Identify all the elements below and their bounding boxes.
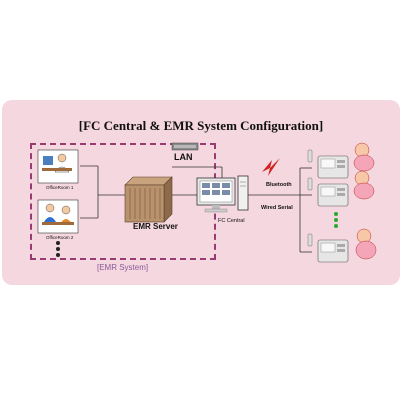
emr-server-label: EMR Server (133, 222, 178, 231)
lan-connection-lines (80, 165, 223, 219)
office-room-2-icon (37, 199, 79, 234)
more-office-rooms-dots (56, 241, 60, 257)
more-monitors-dots (334, 212, 338, 228)
patient-1-icon (353, 142, 375, 172)
office-room-2-label: OfficeRoom 2 (46, 235, 74, 240)
wired-serial-label: Wired Serial (261, 205, 293, 211)
wired-serial-lines (248, 167, 312, 253)
fetal-monitor-1-icon (307, 149, 349, 179)
fetal-monitor-3-icon (307, 233, 349, 263)
fetal-monitor-2-icon (307, 177, 349, 207)
diagram-title: [FC Central & EMR System Configuration] (78, 118, 324, 133)
fc-central-label: FC Central (218, 218, 245, 224)
patient-2-icon (353, 170, 375, 200)
bluetooth-label: Bluetooth (266, 182, 292, 188)
lan-switch-icon (171, 142, 199, 151)
lan-label: LAN (174, 152, 193, 162)
office-room-1-icon (37, 149, 79, 184)
emr-server-icon (124, 176, 173, 223)
fc-central-workstation-icon (196, 175, 249, 213)
emr-system-label: [EMR System] (97, 263, 149, 272)
bluetooth-signal-icon (262, 158, 280, 176)
office-room-1-label: OfficeRoom 1 (46, 185, 74, 190)
patient-3-icon (355, 228, 377, 260)
